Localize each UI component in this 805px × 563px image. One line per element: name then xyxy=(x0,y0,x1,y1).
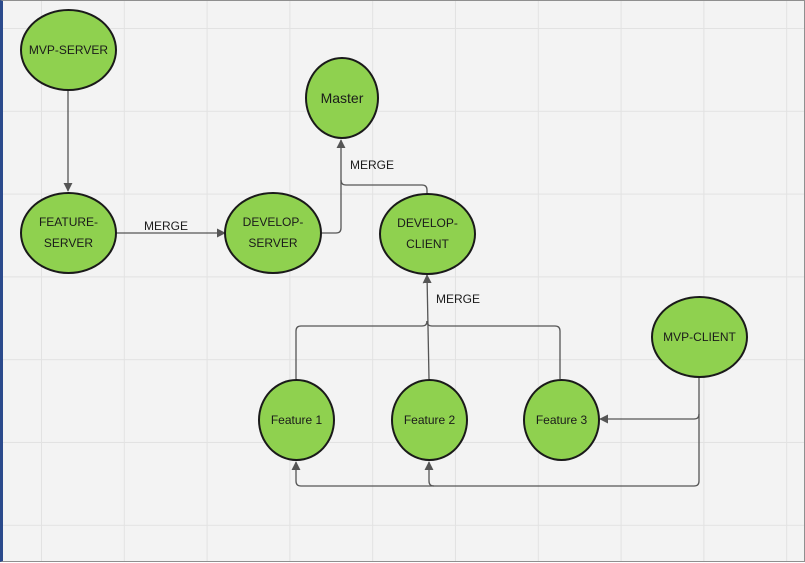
connector-feature-3-to-develop-client xyxy=(426,320,561,379)
node-mvp-client[interactable]: MVP-CLIENT xyxy=(651,296,748,378)
node-label: MVP-SERVER xyxy=(28,42,109,57)
edge-label-merge-develop-client: MERGE xyxy=(436,292,481,306)
node-label: FEATURE- SERVER xyxy=(38,215,99,250)
connectors-layer xyxy=(63,90,700,487)
connector-feature-1-to-develop-client xyxy=(295,320,428,379)
connector-develop-client-to-master xyxy=(340,179,428,194)
node-label: Feature 2 xyxy=(403,412,456,427)
connector-mvp-client-to-feature-2 xyxy=(424,461,435,487)
node-label: Master xyxy=(320,89,364,106)
node-develop-client[interactable]: DEVELOP- CLIENT xyxy=(379,193,476,275)
node-feature-server[interactable]: FEATURE- SERVER xyxy=(20,192,117,274)
connector-develop-server-to-master xyxy=(322,139,346,234)
connector-mvp-client-bottom-rail xyxy=(291,414,700,487)
node-mvp-server[interactable]: MVP-SERVER xyxy=(20,9,117,91)
edge-label-merge-develop-server: MERGE xyxy=(144,219,189,233)
node-label: Feature 3 xyxy=(535,412,588,427)
node-label: DEVELOP- CLIENT xyxy=(397,216,458,251)
connector-feature-2-to-develop-client xyxy=(422,274,432,380)
node-label: DEVELOP- SERVER xyxy=(242,215,304,250)
node-develop-server[interactable]: DEVELOP- SERVER xyxy=(224,192,322,274)
node-master[interactable]: Master xyxy=(305,57,379,139)
node-feature-2[interactable]: Feature 2 xyxy=(391,379,468,461)
node-label: Feature 1 xyxy=(270,412,323,427)
edge-label-merge-master: MERGE xyxy=(350,158,395,172)
node-feature-1[interactable]: Feature 1 xyxy=(258,379,335,461)
node-label: MVP-CLIENT xyxy=(663,329,736,344)
node-feature-3[interactable]: Feature 3 xyxy=(523,379,600,461)
connector-mvp-client-to-feature-3 xyxy=(599,377,700,424)
